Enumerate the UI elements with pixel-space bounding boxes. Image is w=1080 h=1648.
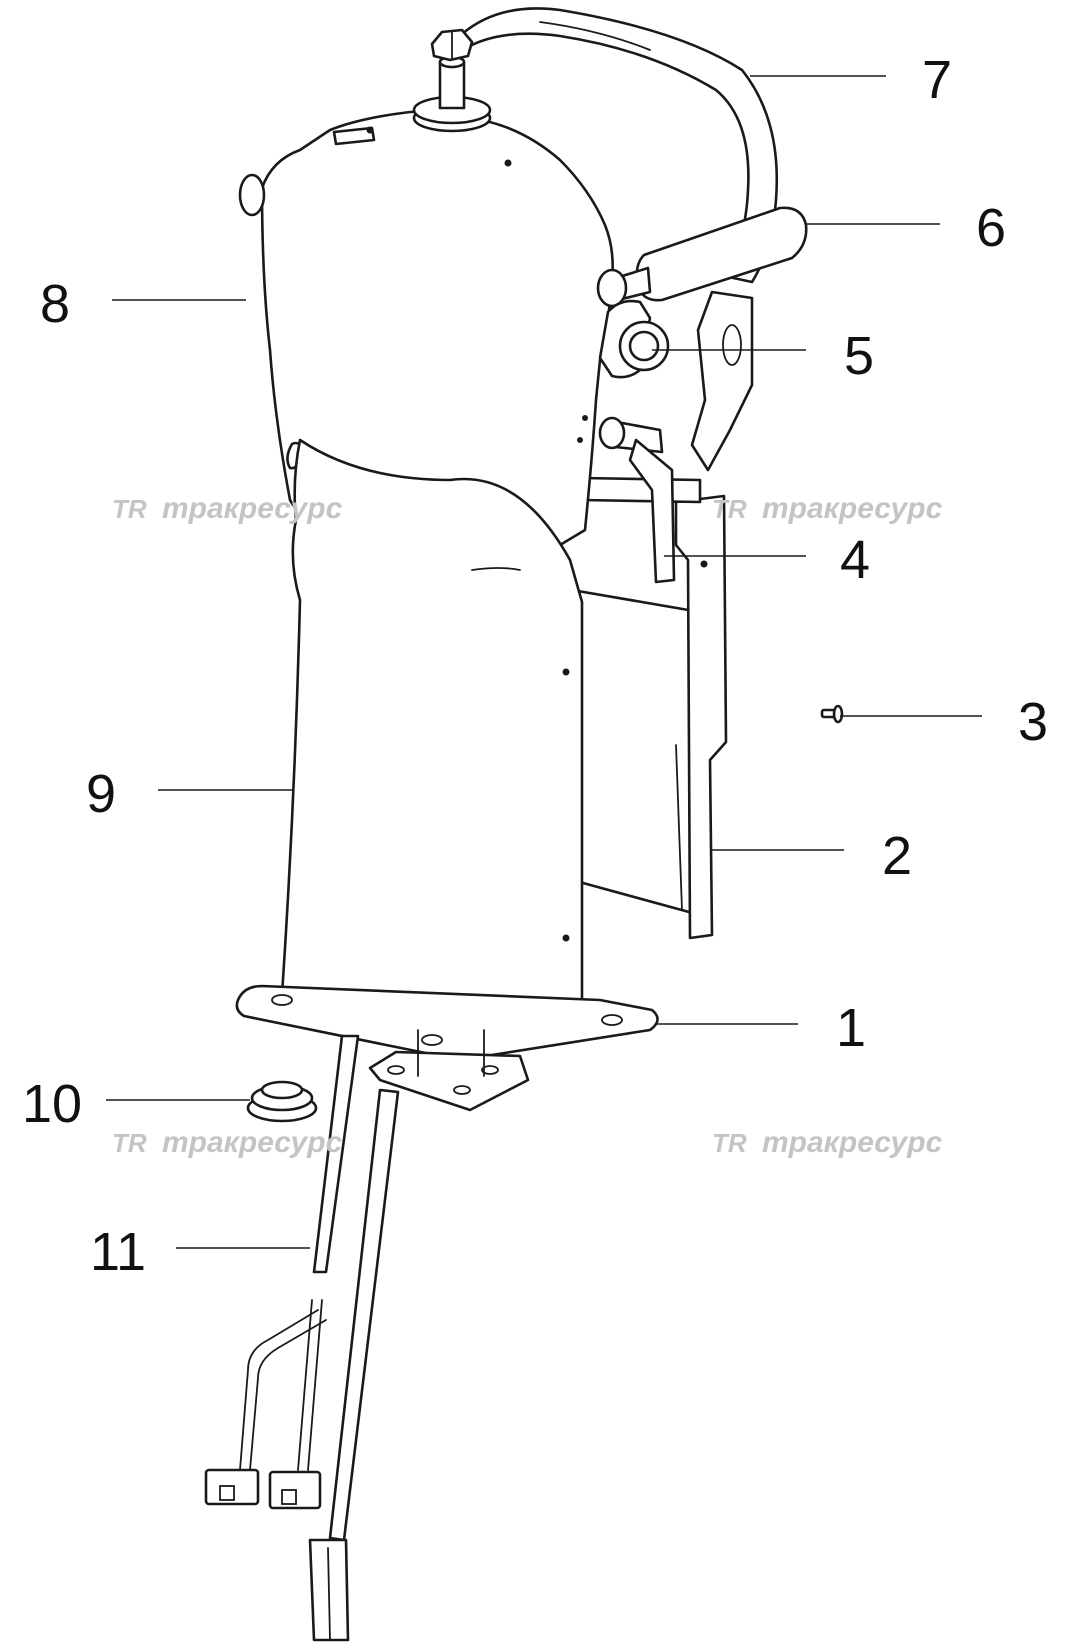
watermark-bottom-right: TR тракресурс — [712, 1126, 943, 1159]
watermark-text: тракресурс — [762, 492, 943, 525]
leader-lines — [106, 75, 982, 1249]
callout-3: 3 — [1018, 692, 1048, 752]
watermark-logo: TR — [712, 494, 747, 524]
part-5-knob — [598, 299, 670, 379]
watermark-logo: TR — [712, 1128, 747, 1158]
callout-11: 11 — [90, 1222, 146, 1282]
watermark-logo: TR — [112, 1128, 147, 1158]
callout-9: 9 — [86, 764, 116, 824]
callout-10: 10 — [22, 1074, 82, 1134]
part-6-grip — [596, 206, 808, 308]
callout-6: 6 — [976, 198, 1006, 258]
part-10-grommet — [246, 1080, 318, 1123]
part-11-cable-harness — [204, 1034, 400, 1642]
part-1-base-flange — [235, 984, 659, 1112]
callout-8: 8 — [40, 274, 70, 334]
watermark-bottom-left: TR тракресурс — [112, 1126, 343, 1159]
watermark-text: тракресурс — [162, 1126, 343, 1159]
watermark-top-left: TR тракресурс — [112, 492, 343, 525]
part-2-back-plate — [570, 494, 728, 940]
watermark-top-right: TR тракресурс — [712, 492, 943, 525]
callout-1: 1 — [836, 998, 866, 1058]
pivot-bracket — [690, 290, 754, 472]
watermark-logo: TR — [112, 494, 147, 524]
callout-2: 2 — [882, 826, 912, 886]
part-7-wheel-rim — [460, 7, 779, 284]
part-8-upper-housing — [238, 110, 614, 553]
part-3-screw — [820, 704, 844, 724]
part-4-tilt-lever — [580, 416, 702, 584]
callout-5: 5 — [844, 326, 874, 386]
watermark-text: тракресурс — [162, 492, 343, 525]
watermark-text: тракресурс — [762, 1126, 943, 1159]
column-shaft-top — [412, 28, 492, 133]
callout-7: 7 — [922, 50, 952, 110]
callout-4: 4 — [840, 530, 870, 590]
part-9-lower-sleeve — [280, 438, 584, 1032]
